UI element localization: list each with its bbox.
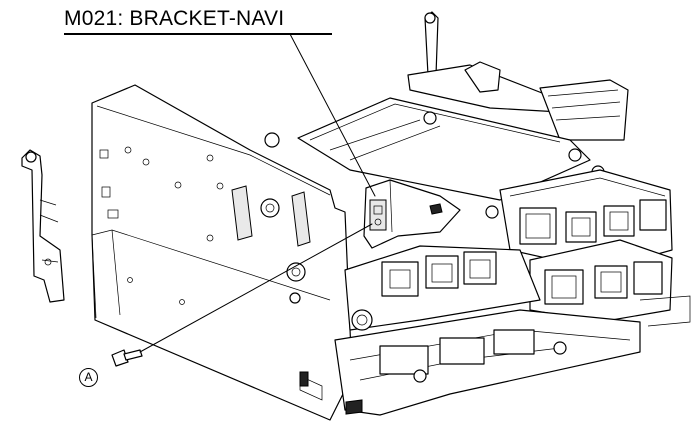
callout-underline bbox=[64, 33, 332, 35]
navi-bracket bbox=[363, 179, 461, 249]
left-side-plate bbox=[21, 149, 65, 303]
rear-top-frame bbox=[407, 11, 629, 141]
front-jacks bbox=[344, 245, 541, 331]
callout-leader-line bbox=[289, 33, 376, 197]
screw-a-marker: A bbox=[79, 368, 98, 387]
bottom-front-plate bbox=[334, 309, 641, 416]
connector-block bbox=[499, 169, 691, 327]
part-callout-label: M021: BRACKET-NAVI bbox=[64, 7, 285, 30]
main-side-panel bbox=[91, 84, 353, 421]
screw-a bbox=[111, 223, 373, 367]
top-deck bbox=[264, 97, 605, 219]
